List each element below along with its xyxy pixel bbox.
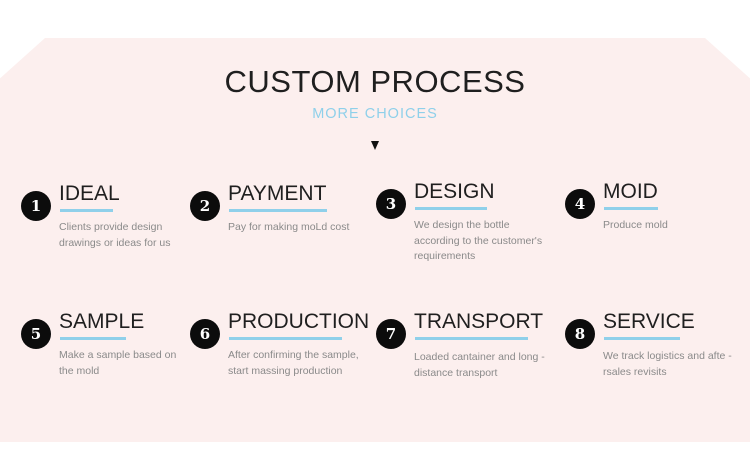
step-underline: [60, 337, 126, 340]
step-number-circle: 1: [21, 191, 51, 221]
step-number-circle: 4: [565, 189, 595, 219]
page-title: CUSTOM PROCESS: [224, 64, 526, 99]
step-moid: 4 MOID Produce mold: [565, 180, 745, 299]
step-title: TRANSPORT: [414, 310, 544, 333]
step-description: We design the bottle according to the cu…: [414, 219, 543, 262]
step-underline: [415, 337, 528, 340]
step-design: 3 DESIGN We design the bottle according …: [376, 180, 556, 299]
step-sample: 5 SAMPLE Make a sample based on the mold: [21, 310, 201, 429]
step-number-circle: 3: [376, 189, 406, 219]
step-title: DESIGN: [414, 180, 495, 203]
step-underline: [415, 207, 487, 210]
step-underline: [604, 337, 680, 340]
step-description: We track logistics and afte -rsales revi…: [603, 350, 732, 378]
step-number-circle: 7: [376, 319, 406, 349]
step-description: Pay for making moLd cost: [228, 221, 350, 233]
step-description: Clients provide design drawings or ideas…: [59, 221, 171, 249]
step-number-circle: 6: [190, 319, 220, 349]
step-production: 6 PRODUCTION After confirming the sample…: [190, 310, 370, 429]
step-title: MOID: [603, 180, 658, 203]
step-title: PRODUCTION: [228, 310, 370, 333]
step-underline: [604, 207, 658, 210]
step-description: Loaded cantainer and long -distance tran…: [414, 351, 545, 379]
step-transport: 7 TRANSPORT Loaded cantainer and long -d…: [376, 310, 556, 429]
step-ideal: 1 IDEAL Clients provide design drawings …: [21, 182, 201, 301]
step-service: 8 SERVICE We track logistics and afte -r…: [565, 310, 745, 429]
step-title: SERVICE: [603, 310, 695, 333]
step-description: Make a sample based on the mold: [59, 349, 177, 377]
step-number-circle: 2: [190, 191, 220, 221]
step-underline: [229, 337, 342, 340]
step-title: PAYMENT: [228, 182, 327, 205]
page-subtitle: MORE CHOICES: [312, 106, 438, 122]
pink-background-panel: [0, 38, 750, 442]
step-description: After confirming the sample, start massi…: [228, 349, 359, 377]
step-title: IDEAL: [59, 182, 120, 205]
step-number-circle: 8: [565, 319, 595, 349]
step-payment: 2 PAYMENT Pay for making moLd cost: [190, 182, 370, 301]
step-underline: [60, 209, 113, 212]
step-number-circle: 5: [21, 319, 51, 349]
step-title: SAMPLE: [59, 310, 145, 333]
step-description: Produce mold: [603, 219, 668, 231]
down-arrow-icon: [371, 141, 379, 150]
step-underline: [229, 209, 327, 212]
